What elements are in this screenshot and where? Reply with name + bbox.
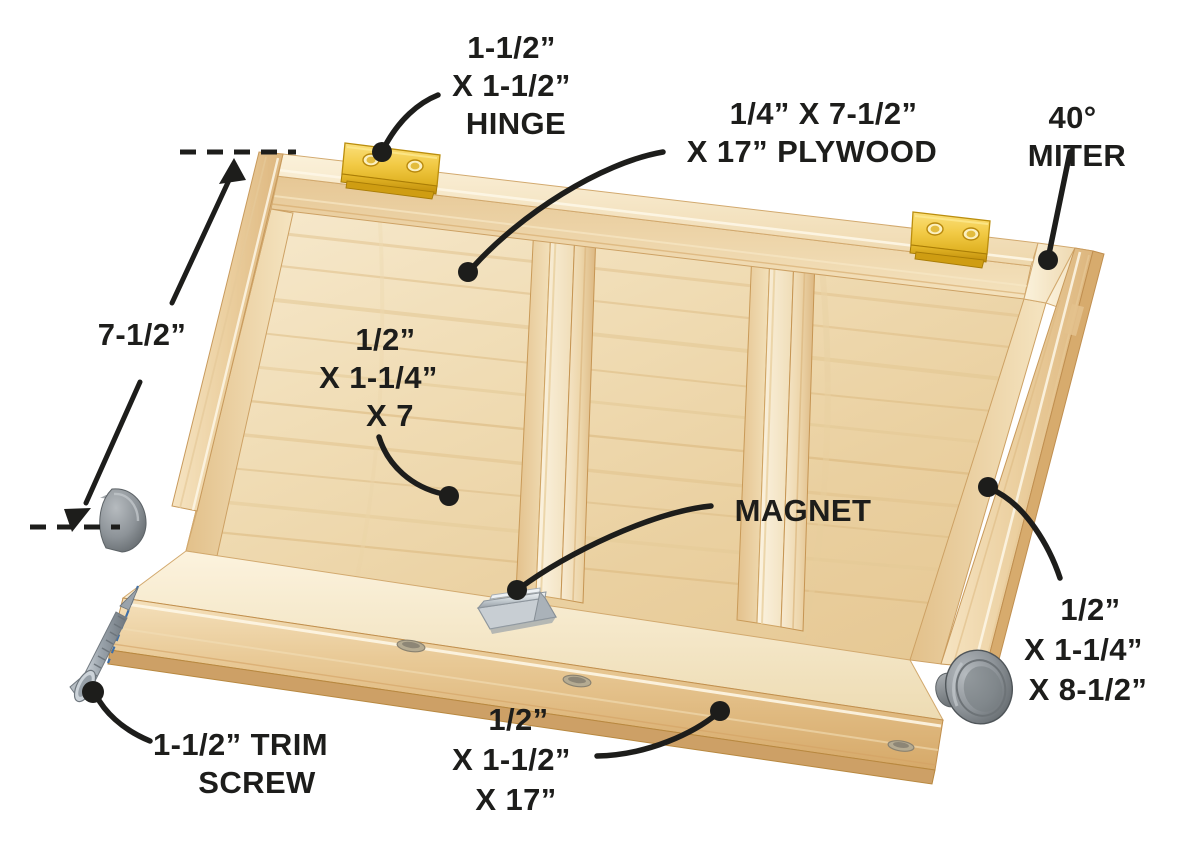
hinge-left (340, 142, 441, 200)
leader-dots (82, 142, 1058, 721)
divider-callout: 1/2” X 1-1/4” X 7 (319, 322, 447, 433)
leader-hinge (382, 92, 441, 149)
leader-dot-miter (1038, 250, 1058, 270)
bottom-long-rail (107, 550, 944, 785)
leader-divider (376, 434, 446, 497)
leader-dot-plywood (458, 262, 478, 282)
leader-magnet (517, 503, 714, 591)
leader-lines (93, 92, 1073, 759)
hinge-right (909, 211, 991, 269)
trim-screw-callout: 1-1/2” TRIM SCREW (153, 727, 337, 800)
height-dimension-graphic (30, 149, 296, 532)
leader-dot-hinge (372, 142, 392, 162)
bottom-rail-callout: 1/2” X 1-1/2” X 17” (452, 702, 580, 817)
magnet-callout: MAGNET (735, 493, 872, 528)
leader-dot-divider (439, 486, 459, 506)
leader-trim-screw (93, 692, 153, 744)
knob-left (99, 488, 147, 553)
left-side-rail (171, 151, 294, 557)
knob-right (935, 649, 1013, 725)
leader-dot-magnet (507, 580, 527, 600)
leader-side-rail (988, 486, 1063, 581)
trim-screw-head-2 (562, 674, 592, 688)
leader-miter (1046, 149, 1073, 257)
side-rail-callout: 1/2” X 1-1/4” X 8-1/2” (1024, 592, 1152, 707)
trim-screw-head-1 (396, 639, 426, 653)
leader-plywood (471, 149, 666, 269)
right-side-rail (909, 242, 1105, 672)
leader-dot-bottom-rail (710, 701, 730, 721)
leader-dot-side-rail (978, 477, 998, 497)
miter-callout: 40° MITER (1028, 100, 1126, 173)
plywood-callout: 1/4” X 7-1/2” X 17” PLYWOOD (687, 96, 937, 169)
height-dimension-label: 7-1/2” (98, 317, 187, 352)
hinge-callout: 1-1/2” X 1-1/2” HINGE (452, 30, 580, 141)
leader-bottom-rail (594, 710, 721, 759)
trim-screw-head-3 (887, 740, 915, 752)
divider-left (515, 223, 597, 604)
leader-dot-trim-screw (82, 681, 104, 703)
